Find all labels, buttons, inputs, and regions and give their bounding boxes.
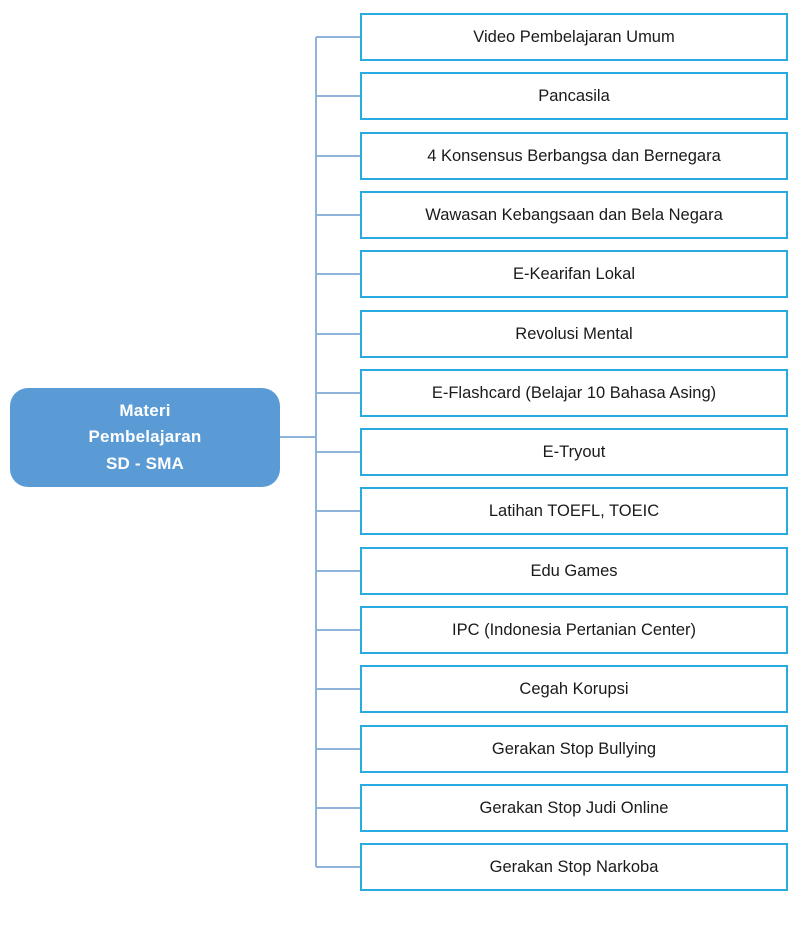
leaf-node-label: Wawasan Kebangsaan dan Bela Negara xyxy=(425,205,723,224)
leaf-node[interactable]: E-Tryout xyxy=(360,428,788,476)
leaf-node[interactable]: Wawasan Kebangsaan dan Bela Negara xyxy=(360,191,788,239)
leaf-node[interactable]: Gerakan Stop Judi Online xyxy=(360,784,788,832)
leaf-node[interactable]: 4 Konsensus Berbangsa dan Bernegara xyxy=(360,132,788,180)
leaf-node-label: E-Tryout xyxy=(542,442,606,461)
leaf-node[interactable]: Edu Games xyxy=(360,547,788,595)
leaf-node[interactable]: IPC (Indonesia Pertanian Center) xyxy=(360,606,788,654)
leaf-node-label: Revolusi Mental xyxy=(515,324,633,343)
leaf-node[interactable]: Revolusi Mental xyxy=(360,310,788,358)
leaf-node[interactable]: Pancasila xyxy=(360,72,788,120)
root-node[interactable]: Materi Pembelajaran SD - SMA xyxy=(10,388,280,487)
leaf-node-label: Pancasila xyxy=(538,86,610,105)
leaf-node[interactable]: E-Flashcard (Belajar 10 Bahasa Asing) xyxy=(360,369,788,417)
leaf-node-label: Cegah Korupsi xyxy=(519,679,629,698)
leaf-node-label: Edu Games xyxy=(530,561,618,580)
leaf-node-label: E-Flashcard (Belajar 10 Bahasa Asing) xyxy=(431,383,717,402)
root-node-label: Materi Pembelajaran SD - SMA xyxy=(88,400,202,473)
leaf-node[interactable]: Latihan TOEFL, TOEIC xyxy=(360,487,788,535)
leaf-node[interactable]: Gerakan Stop Bullying xyxy=(360,725,788,773)
leaf-node-label: IPC (Indonesia Pertanian Center) xyxy=(452,620,696,639)
leaf-node[interactable]: E-Kearifan Lokal xyxy=(360,250,788,298)
leaf-node[interactable]: Video Pembelajaran Umum xyxy=(360,13,788,61)
leaf-node-label: Gerakan Stop Judi Online xyxy=(479,798,669,817)
leaf-node-label: 4 Konsensus Berbangsa dan Bernegara xyxy=(427,146,721,165)
leaf-node-label: E-Kearifan Lokal xyxy=(513,264,635,283)
leaf-node[interactable]: Gerakan Stop Narkoba xyxy=(360,843,788,891)
leaf-node-label: Video Pembelajaran Umum xyxy=(473,27,675,46)
leaf-node[interactable]: Cegah Korupsi xyxy=(360,665,788,713)
leaf-node-label: Gerakan Stop Narkoba xyxy=(489,857,659,876)
leaf-node-label: Latihan TOEFL, TOEIC xyxy=(488,501,660,520)
leaf-node-label: Gerakan Stop Bullying xyxy=(491,739,657,758)
